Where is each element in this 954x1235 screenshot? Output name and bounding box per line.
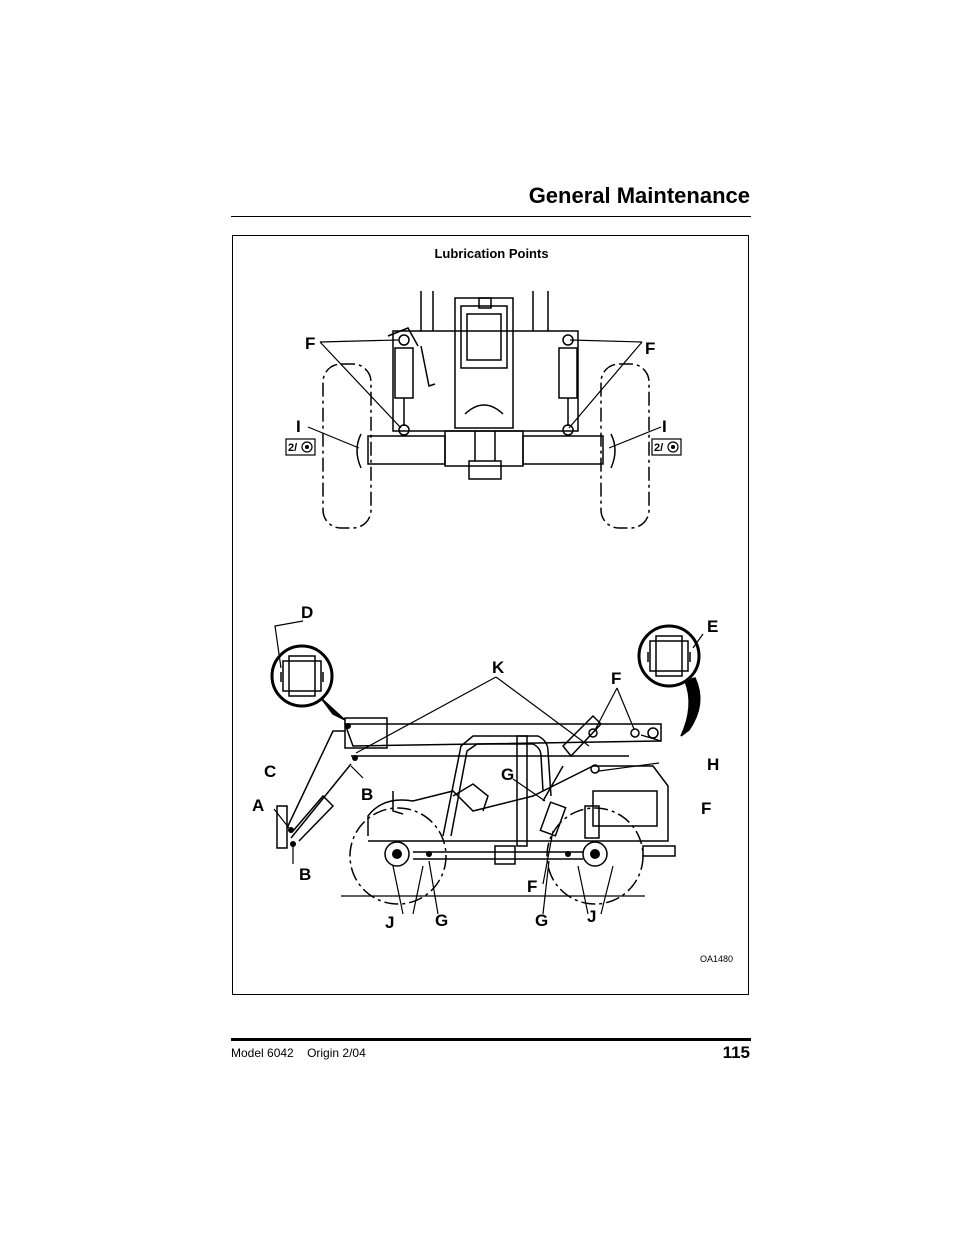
page-number: 115	[722, 1043, 750, 1062]
callout-d: D	[301, 603, 313, 622]
grease-fitting-icon	[301, 441, 313, 453]
boom-section	[454, 297, 514, 429]
axle-right	[522, 435, 604, 465]
figure-title: Lubrication Points	[434, 246, 549, 261]
figure-code: OA1480	[700, 954, 733, 964]
cab	[442, 735, 552, 837]
page-title: General Maintenance	[528, 183, 750, 208]
fork-carriage	[276, 805, 288, 849]
right-tire	[600, 363, 650, 529]
front-view-drawing	[322, 291, 650, 529]
chassis	[367, 765, 669, 842]
callout-k: K	[492, 658, 505, 677]
callout-i-front-left: I	[296, 417, 301, 436]
lubrication-diagram: F F I I 2/ 2/	[252, 291, 733, 964]
axle-center	[444, 430, 524, 467]
callout-j-rear: J	[587, 907, 596, 926]
detail-d	[270, 620, 346, 721]
lubrication-figure: Lubrication Points	[232, 235, 749, 995]
callout-g-upper: G	[501, 765, 514, 784]
callout-b-lower: B	[299, 865, 311, 884]
callout-b-upper: B	[361, 785, 373, 804]
footer-rule	[231, 1038, 751, 1041]
left-tire	[322, 363, 372, 529]
grease-fitting-icon	[667, 441, 679, 453]
left-cylinder	[394, 347, 414, 399]
side-view-leaders	[273, 676, 662, 915]
svg-text:2/: 2/	[288, 442, 297, 454]
side-view-drawing	[276, 714, 676, 905]
callout-f-side-bottom: F	[527, 877, 537, 896]
callout-f-side-top: F	[611, 669, 621, 688]
callout-h: H	[707, 755, 719, 774]
callout-i-front-right: I	[662, 417, 667, 436]
callout-f-front-right: F	[645, 339, 655, 358]
callout-c: C	[264, 762, 276, 781]
axle-left	[367, 435, 446, 465]
front-view-leaders	[307, 339, 662, 449]
callout-g-rear: G	[535, 911, 548, 930]
frame-top	[420, 291, 549, 332]
svg-text:2/: 2/	[654, 442, 663, 454]
footer-origin: Origin 2/04	[307, 1046, 366, 1060]
right-cylinder	[558, 347, 578, 399]
callout-a: A	[252, 796, 264, 815]
callout-e: E	[707, 617, 718, 636]
interval-badge-right: 2/	[651, 438, 682, 456]
callout-f-front-left: F	[305, 334, 315, 353]
interval-badge-left: 2/	[285, 438, 316, 456]
header-rule	[231, 216, 751, 217]
footer-model: Model 6042	[231, 1046, 294, 1060]
footer-info: Model 6042 Origin 2/04	[231, 1046, 376, 1060]
detail-e	[637, 624, 704, 737]
callout-f-side-right: F	[701, 799, 711, 818]
callout-g-front: G	[435, 911, 448, 930]
callout-j-front: J	[385, 913, 394, 932]
boom	[343, 723, 662, 747]
front-wheel	[349, 807, 447, 905]
